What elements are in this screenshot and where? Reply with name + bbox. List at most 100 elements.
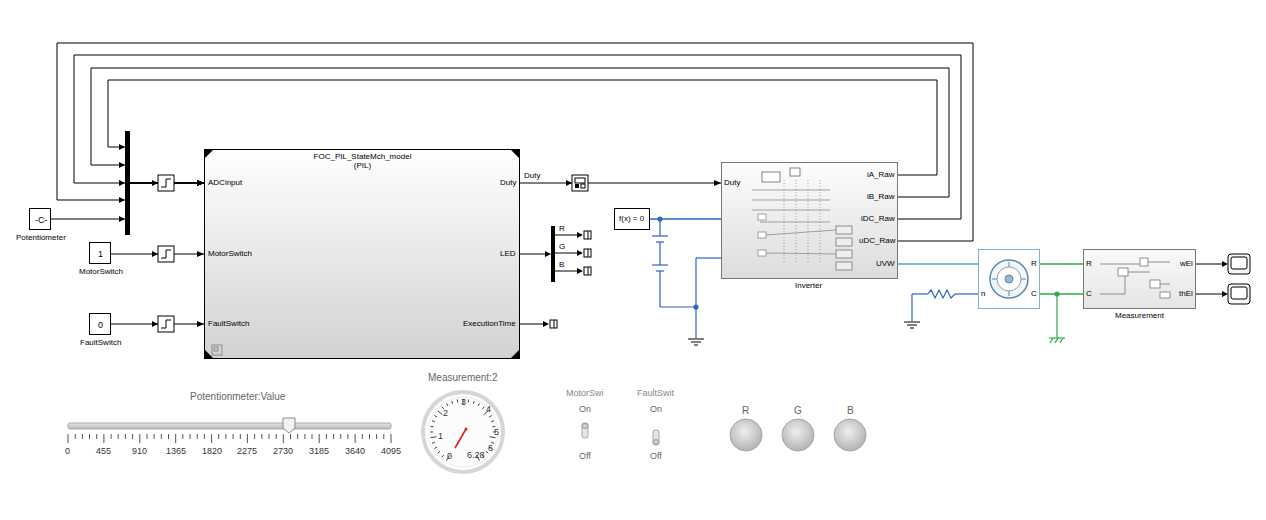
- inverter-schematic: [760, 222, 830, 223]
- slider-control: [362, 434, 363, 439]
- gauge-control: [452, 401, 453, 404]
- block-title: FOC_PIL_StateMch_model (PIL): [313, 152, 412, 170]
- arrowheads: [566, 180, 572, 186]
- arrowheads: [119, 180, 125, 186]
- port-label: ExecutionTime: [463, 319, 516, 328]
- switch-state: On: [579, 404, 591, 414]
- pil-corner-marks: [511, 150, 519, 158]
- toggle-switch: [582, 423, 588, 438]
- tick-label: 1820: [202, 446, 222, 456]
- motor-icon: [1009, 262, 1010, 267]
- arrowheads: [152, 180, 158, 186]
- gauge-control: [431, 437, 437, 438]
- gauge-control: [491, 421, 494, 422]
- pil-corner-marks: [205, 150, 519, 358]
- gauge-control: [438, 451, 440, 453]
- slider-control: [175, 434, 176, 443]
- rate-transition-block: [161, 179, 171, 187]
- block-value: 0: [98, 320, 103, 330]
- slider-control: [347, 434, 348, 439]
- battery-circuit: [652, 235, 668, 236]
- mechanical-ground: [1049, 292, 1065, 343]
- rate-transition-block: [161, 320, 171, 328]
- measurement-schematic: [1160, 292, 1170, 298]
- inverter-schematic: [758, 214, 766, 220]
- signal-line: [520, 183, 721, 184]
- block-value: -C-: [35, 215, 48, 225]
- zoh-block: [575, 178, 585, 183]
- control-label: FaultSwit: [637, 388, 674, 398]
- measurement-schematic: [1118, 268, 1128, 276]
- terminator-block: [584, 231, 591, 239]
- rate-transition-block: [158, 316, 174, 332]
- pil-icon: [214, 347, 218, 351]
- inverter-schematic: [766, 253, 836, 254]
- slider-control: [297, 434, 298, 439]
- switch-state: Off: [579, 451, 591, 461]
- slider-control: [75, 434, 76, 439]
- port-label: ADCinput: [208, 178, 242, 187]
- slider-control: [326, 434, 327, 439]
- battery-circuit: [652, 264, 668, 265]
- terminator-block: [584, 249, 591, 257]
- slider-control: [111, 434, 112, 439]
- port-label: MotorSwitch: [208, 249, 252, 258]
- signal-wire: [555, 271, 578, 272]
- block-value: 1: [98, 249, 103, 259]
- motor-icon: [997, 267, 1021, 291]
- terminator-block: [584, 267, 591, 275]
- gauge-control: [438, 411, 443, 415]
- pil-icon: [212, 345, 222, 355]
- gauge-number: 6.28: [467, 450, 485, 460]
- port-label: wEl: [1180, 259, 1193, 268]
- gauge-control: [431, 426, 434, 428]
- inverter-schematic: [836, 250, 852, 258]
- gauge-number: 1: [438, 431, 443, 441]
- ground-symbol: [688, 322, 920, 345]
- motor-icon: [990, 260, 1028, 298]
- slider-control: [147, 434, 148, 439]
- block-fill: [1083, 249, 1196, 309]
- gauge-control: [434, 447, 437, 449]
- lamp-control: [730, 419, 866, 451]
- gauge-control: [423, 392, 503, 472]
- slider-control: [218, 434, 219, 439]
- port-label: n: [981, 289, 985, 298]
- function-block: f(x) = 0: [614, 208, 650, 230]
- physical-connection: [1040, 263, 1083, 264]
- resistor-symbol: [912, 290, 978, 321]
- gauge-control: [468, 400, 470, 403]
- signal-wire: [520, 235, 1223, 324]
- resistor-symbol: [955, 293, 978, 294]
- inverter-schematic: [752, 200, 830, 201]
- switch-state: Off: [650, 451, 662, 461]
- signal-wire: [555, 253, 578, 254]
- measurement-schematic: [1140, 258, 1148, 266]
- inverter-schematic: [758, 250, 766, 256]
- motor-icon: [992, 279, 997, 280]
- inverter-schematic: [766, 230, 836, 235]
- slider-control: [247, 434, 248, 443]
- mux-bar: [125, 131, 130, 235]
- inverter-schematic: [836, 238, 852, 246]
- zoh-block: [575, 184, 579, 188]
- gauge-control: [465, 428, 468, 431]
- signal-label: R: [559, 224, 565, 233]
- zoh-block: [572, 175, 588, 191]
- motor-icon: [1005, 275, 1013, 283]
- terminator-block: [588, 267, 589, 275]
- gauge-control: [423, 392, 503, 472]
- inverter-block: DutyiA_RawiB_RawiDC_RawuDC_RawUVWInverte…: [721, 162, 898, 279]
- slider-control: [182, 434, 183, 439]
- gauge-control: [430, 432, 433, 433]
- slider-control: [254, 434, 255, 439]
- signal-wire: [520, 254, 546, 255]
- gauge-control: [457, 400, 459, 403]
- terminator-block: [550, 231, 591, 328]
- demux-bar: [551, 226, 555, 282]
- rate-transition-block: [158, 175, 174, 332]
- slider-control: [290, 434, 291, 439]
- port-label: Duty: [500, 178, 516, 187]
